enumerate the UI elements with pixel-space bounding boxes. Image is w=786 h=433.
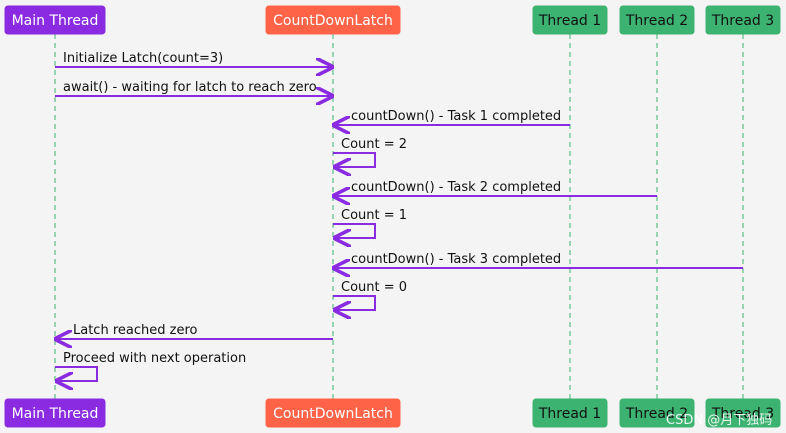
participant-label: CountDownLatch — [273, 13, 393, 29]
watermark-text: CSDN @月下独码 — [666, 413, 772, 428]
self-message-arrow — [333, 223, 376, 238]
participant-t2-bottom: Thread 2 — [619, 398, 695, 428]
message-label: countDown() - Task 2 completed — [351, 180, 561, 195]
participant-box — [705, 398, 781, 428]
participant-label: Thread 3 — [711, 13, 774, 29]
participant-box — [532, 5, 608, 35]
participant-latch-bottom: CountDownLatch — [265, 398, 401, 428]
message-8: Count = 0 — [333, 280, 407, 310]
participant-label: Main Thread — [12, 13, 99, 29]
participant-label: Thread 2 — [625, 406, 688, 422]
participant-box — [4, 5, 106, 35]
message-label: Initialize Latch(count=3) — [63, 51, 223, 66]
message-label: countDown() - Task 1 completed — [351, 109, 561, 124]
message-2: await() - waiting for latch to reach zer… — [55, 80, 332, 96]
message-6: Count = 1 — [333, 208, 407, 238]
participant-t3-top: Thread 3 — [705, 5, 781, 35]
message-3: countDown() - Task 1 completed — [334, 109, 570, 125]
participant-box — [705, 5, 781, 35]
message-7: countDown() - Task 3 completed — [334, 252, 743, 268]
participant-box — [4, 398, 106, 428]
participant-t1-bottom: Thread 1 — [532, 398, 608, 428]
participant-label: Thread 2 — [625, 13, 688, 29]
participant-label: Thread 3 — [711, 406, 774, 422]
message-10: Proceed with next operation — [55, 351, 246, 381]
message-label: Proceed with next operation — [63, 351, 246, 366]
participant-label: Thread 1 — [538, 406, 601, 422]
message-label: countDown() - Task 3 completed — [351, 252, 561, 267]
participant-label: Main Thread — [12, 406, 99, 422]
participant-label: Thread 1 — [538, 13, 601, 29]
message-label: Latch reached zero — [73, 323, 197, 338]
message-5: countDown() - Task 2 completed — [334, 180, 657, 196]
participant-t1-top: Thread 1 — [532, 5, 608, 35]
participant-t2-top: Thread 2 — [619, 5, 695, 35]
participant-latch-top: CountDownLatch — [265, 5, 401, 35]
participant-box — [619, 398, 695, 428]
self-message-arrow — [333, 152, 376, 167]
participant-box — [265, 398, 401, 428]
message-label: await() - waiting for latch to reach zer… — [63, 80, 317, 95]
message-1: Initialize Latch(count=3) — [55, 51, 332, 67]
message-4: Count = 2 — [333, 137, 407, 167]
message-9: Latch reached zero — [56, 323, 333, 339]
message-label: Count = 1 — [341, 208, 407, 223]
participant-main-top: Main Thread — [4, 5, 106, 35]
message-label: Count = 0 — [341, 280, 407, 295]
participant-box — [265, 5, 401, 35]
participant-box — [532, 398, 608, 428]
participant-box — [619, 5, 695, 35]
message-label: Count = 2 — [341, 137, 407, 152]
participant-t3-bottom: Thread 3 — [705, 398, 781, 428]
participant-main-bottom: Main Thread — [4, 398, 106, 428]
self-message-arrow — [333, 295, 376, 310]
self-message-arrow — [55, 366, 98, 381]
participant-label: CountDownLatch — [273, 406, 393, 422]
